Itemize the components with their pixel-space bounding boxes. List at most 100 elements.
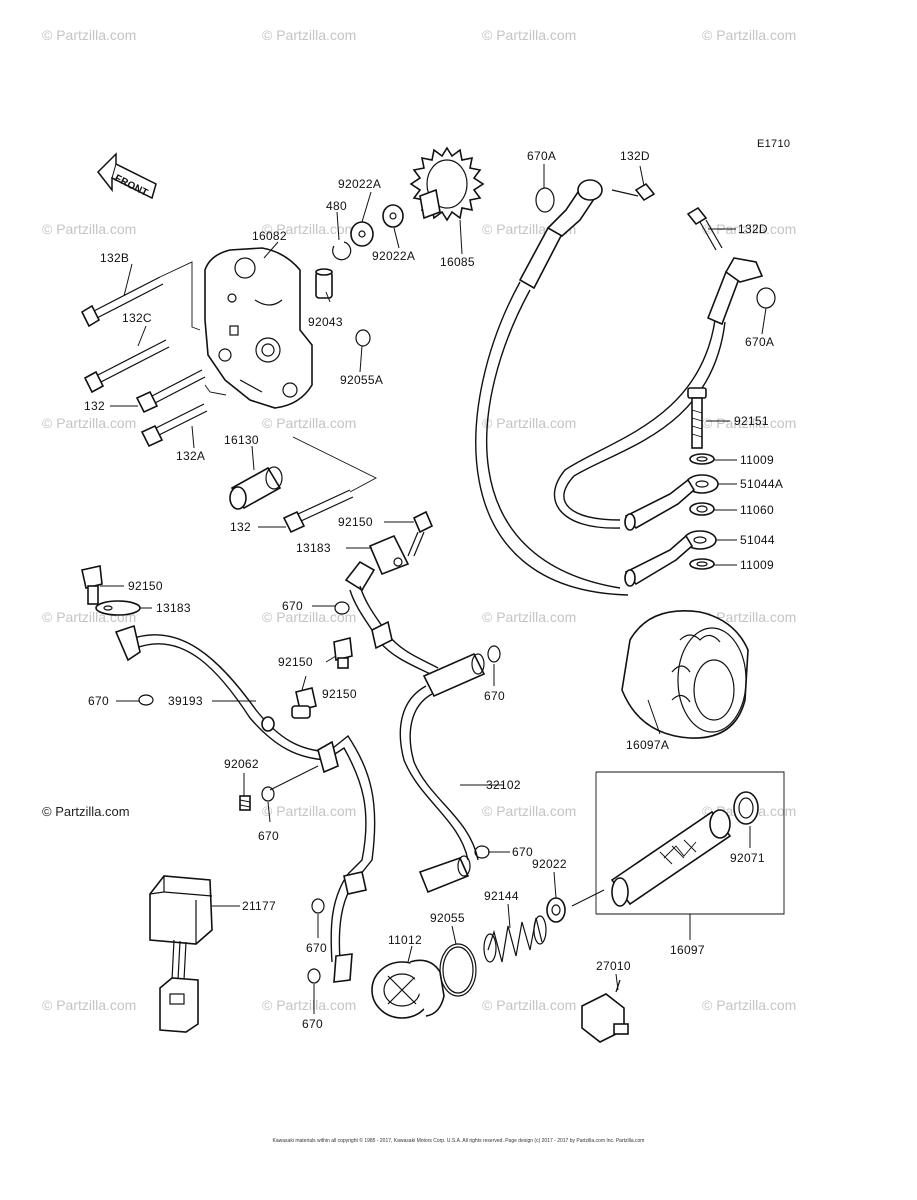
part-number-11009[interactable]: 11009 <box>740 453 774 467</box>
bolt-132b <box>80 276 164 328</box>
washer-11009 <box>689 453 715 465</box>
part-number-13183[interactable]: 13183 <box>296 541 331 555</box>
bolt-92150-mid <box>368 510 434 576</box>
watermark: © Partzilla.com <box>482 27 576 43</box>
part-number-92055[interactable]: 92055 <box>430 911 465 925</box>
part-number-132d[interactable]: 132D <box>738 222 768 236</box>
part-number-132[interactable]: 132 <box>230 520 251 534</box>
watermark: © Partzilla.com <box>702 997 796 1013</box>
oring-670 <box>487 645 501 663</box>
washer-11009 <box>689 558 715 570</box>
watermark: © Partzilla.com <box>482 415 576 431</box>
watermark: © Partzilla.com <box>702 221 796 237</box>
part-number-11060[interactable]: 11060 <box>740 503 774 517</box>
part-number-51044a[interactable]: 51044A <box>740 477 783 491</box>
part-number-11012[interactable]: 11012 <box>388 933 422 947</box>
leader-lines <box>100 164 767 1014</box>
watermark: © Partzilla.com <box>42 221 136 237</box>
part-number-92150[interactable]: 92150 <box>322 687 357 701</box>
part-number-16085[interactable]: 16085 <box>440 255 475 269</box>
watermark: © Partzilla.com <box>262 997 356 1013</box>
part-number-132d[interactable]: 132D <box>620 149 650 163</box>
circlip-480 <box>332 241 352 261</box>
part-number-39193[interactable]: 39193 <box>168 694 203 708</box>
bolt-92150-center <box>333 637 353 669</box>
washer-92022a <box>350 221 374 247</box>
oring-670 <box>474 845 490 859</box>
part-number-92022a[interactable]: 92022A <box>338 177 381 191</box>
part-number-132c[interactable]: 132C <box>122 311 152 325</box>
oring-670 <box>138 694 154 706</box>
watermarks: © Partzilla.com © Partzilla.com © Partzi… <box>42 27 796 1013</box>
part-number-670a[interactable]: 670A <box>527 149 556 163</box>
part-number-51044[interactable]: 51044 <box>740 533 775 547</box>
gear-16085 <box>409 146 485 222</box>
copyright-text: © Partzilla.com <box>42 804 130 819</box>
part-number-670[interactable]: 670 <box>306 941 327 955</box>
part-number-670[interactable]: 670 <box>302 1017 323 1031</box>
part-number-92055a[interactable]: 92055A <box>340 373 383 387</box>
watermark: © Partzilla.com <box>262 27 356 43</box>
part-number-670[interactable]: 670 <box>484 689 505 703</box>
watermark: © Partzilla.com <box>482 609 576 625</box>
washer-hole <box>358 230 366 238</box>
part-number-92043[interactable]: 92043 <box>308 315 343 329</box>
washer-hole <box>696 561 708 567</box>
bolt-92150-left <box>81 565 141 616</box>
watermark: © Partzilla.com <box>702 415 796 431</box>
washer-hole <box>551 904 561 916</box>
pin-92043 <box>315 268 333 299</box>
part-number-92150[interactable]: 92150 <box>128 579 163 593</box>
oring-670 <box>334 601 350 615</box>
washer-92022 <box>546 897 566 923</box>
watermark: © Partzilla.com <box>262 609 356 625</box>
part-number-16097a[interactable]: 16097A <box>626 738 669 752</box>
part-number-16082[interactable]: 16082 <box>252 229 287 243</box>
oring-92055-inner <box>442 946 474 994</box>
part-number-480[interactable]: 480 <box>326 199 347 213</box>
part-number-132b[interactable]: 132B <box>100 251 129 265</box>
part-number-92062[interactable]: 92062 <box>224 757 259 771</box>
part-number-92151[interactable]: 92151 <box>734 414 769 428</box>
part-number-92150[interactable]: 92150 <box>278 655 313 669</box>
watermark: © Partzilla.com <box>702 609 796 625</box>
part-number-21177[interactable]: 21177 <box>242 899 276 913</box>
footer-legal-text: Kawasaki materials within all copyright … <box>272 1138 645 1144</box>
part-number-92071[interactable]: 92071 <box>730 851 765 865</box>
washer-92022a <box>382 204 404 228</box>
part-number-92150[interactable]: 92150 <box>338 515 373 529</box>
part-number-11009[interactable]: 11009 <box>740 558 774 572</box>
part-number-16097[interactable]: 16097 <box>670 943 705 957</box>
oring-670 <box>311 898 325 914</box>
watermark: © Partzilla.com <box>262 803 356 819</box>
washer-11060 <box>689 502 715 516</box>
part-number-92022[interactable]: 92022 <box>532 857 567 871</box>
oring-670a <box>535 187 555 213</box>
part-number-132a[interactable]: 132A <box>176 449 205 463</box>
part-number-670[interactable]: 670 <box>512 845 533 859</box>
oring-670 <box>307 968 321 984</box>
part-number-670[interactable]: 670 <box>88 694 109 708</box>
watermark: © Partzilla.com <box>482 997 576 1013</box>
oring-670a <box>756 287 776 309</box>
part-number-32102[interactable]: 32102 <box>486 778 521 792</box>
relay-21177 <box>149 875 213 1033</box>
bolt-92151 <box>687 387 707 449</box>
part-number-27010[interactable]: 27010 <box>596 959 631 973</box>
banjo-51044a <box>624 474 719 531</box>
part-number-670[interactable]: 670 <box>282 599 303 613</box>
part-number-670a[interactable]: 670A <box>745 335 774 349</box>
bolt-132a <box>140 403 208 448</box>
part-number-670[interactable]: 670 <box>258 829 279 843</box>
watermark: © Partzilla.com <box>42 997 136 1013</box>
part-number-13183[interactable]: 13183 <box>156 601 191 615</box>
spring-92144 <box>483 915 547 963</box>
washer-hole <box>696 456 708 462</box>
watermark: © Partzilla.com <box>262 415 356 431</box>
part-number-16130[interactable]: 16130 <box>224 433 259 447</box>
washer-hole <box>389 212 397 220</box>
part-number-92144[interactable]: 92144 <box>484 889 519 903</box>
part-number-92022a[interactable]: 92022A <box>372 249 415 263</box>
bolt-132d <box>686 206 723 251</box>
part-number-132[interactable]: 132 <box>84 399 105 413</box>
